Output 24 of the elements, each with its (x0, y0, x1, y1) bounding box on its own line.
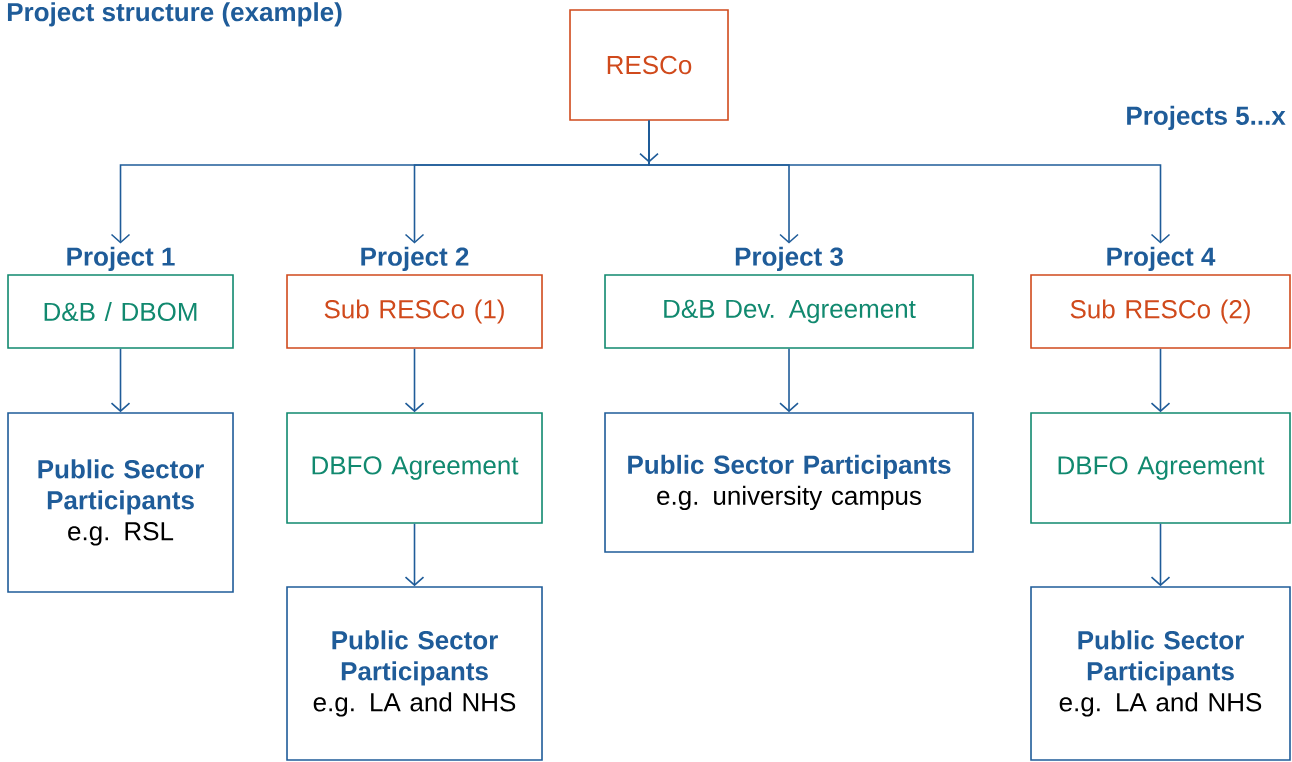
project-heading: Project 1 (67, 246, 175, 271)
project-heading: Project 3 (735, 246, 843, 271)
process-box: RESCo (569, 9, 729, 121)
participant-box: Public Sector Participants e.g. LA and NHS (1030, 586, 1291, 761)
process-box: Sub RESCo (1) (286, 274, 543, 349)
arrow (1150, 523, 1171, 587)
arrow (648, 120, 1171, 244)
arrow (404, 523, 425, 587)
note-label: Projects 5...x (1127, 105, 1286, 131)
title: Project structure (example) (7, 2, 342, 27)
arrow (1150, 348, 1171, 413)
arrow (404, 348, 425, 413)
participant-box: Public Sector Participants e.g. LA and NHS (286, 586, 543, 761)
participant-box: Public Sector Participants e.g. university campus (604, 412, 974, 553)
process-box: Sub RESCo (2) (1030, 274, 1291, 349)
process-box: D&B Dev. Agreement (604, 274, 974, 349)
project-heading: Project 2 (361, 246, 469, 271)
arrow (779, 348, 799, 413)
arrow (110, 348, 131, 413)
process-box: DBFO Agreement (1030, 412, 1291, 524)
participant-box: Public Sector Participants e.g. RSL (7, 412, 234, 593)
process-box: DBFO Agreement (286, 412, 543, 524)
process-box: D&B / DBOM (7, 274, 234, 349)
project-heading: Project 4 (1107, 246, 1216, 271)
